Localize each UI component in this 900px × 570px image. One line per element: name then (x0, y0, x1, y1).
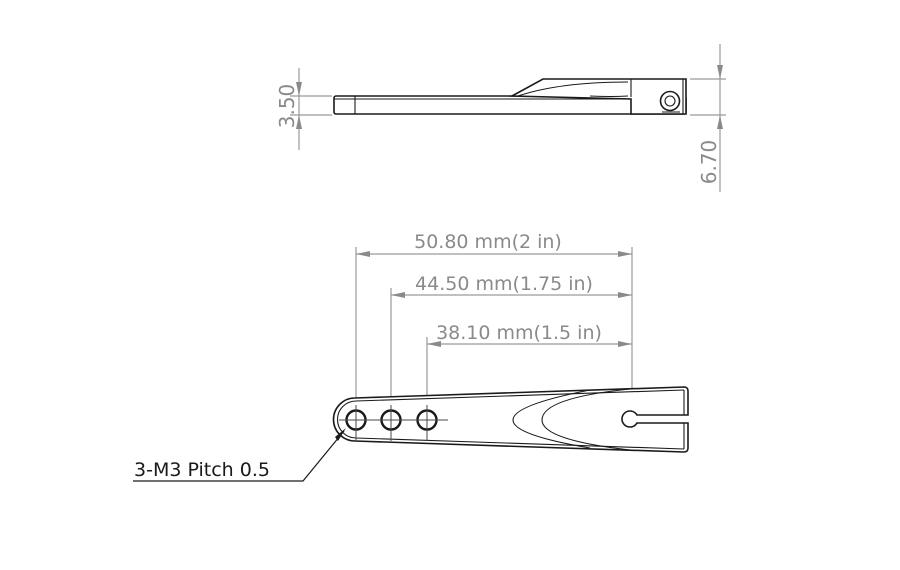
height-dimension: 6.70 (690, 44, 726, 192)
horn-top-outline (332, 386, 689, 453)
thickness-dimension-label: 3.50 (275, 84, 299, 129)
dimension-label: 44.50 mm(1.75 in) (415, 273, 593, 295)
hole-callout: 3-M3 Pitch 0.5 (133, 428, 346, 482)
horn-side-profile (333, 78, 687, 115)
mount-holes (344, 405, 440, 441)
height-dimension-label: 6.70 (697, 140, 721, 185)
dimension-50-80: 50.80 mm(2 in) (356, 231, 632, 257)
dimension-44-50: 44.50 mm(1.75 in) (391, 273, 632, 298)
dimension-38-10: 38.10 mm(1.5 in) (427, 322, 632, 347)
dimension-label: 50.80 mm(2 in) (414, 231, 562, 253)
dimension-label: 38.10 mm(1.5 in) (436, 322, 602, 344)
leader-arrow-icon (335, 428, 346, 441)
screw-head-icon (659, 90, 681, 112)
hole-note-label: 3-M3 Pitch 0.5 (134, 459, 270, 481)
side-view: 3.50 6.70 (275, 44, 726, 192)
top-view: 50.80 mm(2 in) 44.50 mm(1.75 in) 38.10 m… (133, 231, 689, 482)
thickness-dimension: 3.50 (275, 68, 332, 150)
